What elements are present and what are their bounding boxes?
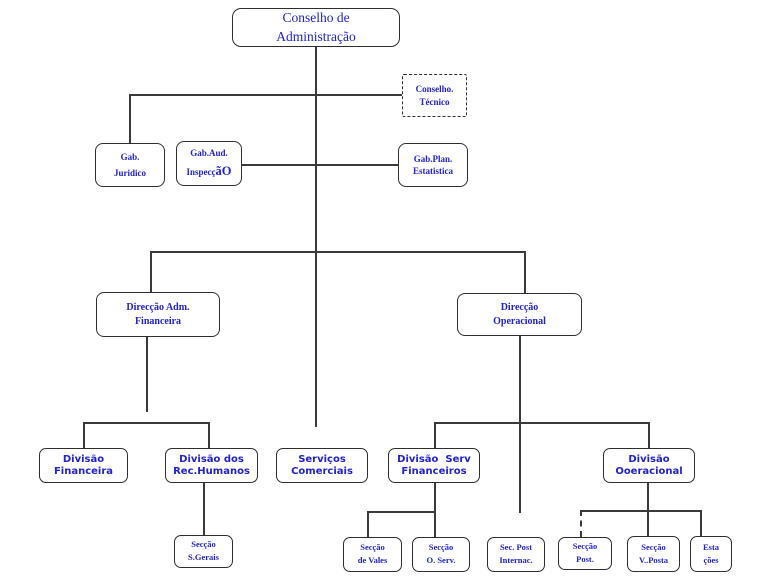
node-sec-post-internac: Sec. Post Internac.: [487, 537, 545, 572]
connector-left-bar: [83, 422, 210, 424]
connector-post-drop-dashed: [580, 510, 582, 537]
connector-tecnico-horizontal: [129, 94, 402, 96]
connector-juridico-drop: [129, 94, 131, 143]
connector-divoper-down: [647, 483, 649, 510]
node-estacoes: Esta ções: [690, 536, 732, 572]
node-gab-plan-estatistica: Gab.Plan. Estatistica: [398, 143, 468, 187]
connector-divoper-drop: [648, 422, 650, 448]
connector-dop-top-drop: [524, 251, 526, 293]
node-conselho-administracao: Conselho de Administração: [232, 8, 400, 47]
node-conselho-tecnico: Conselho. Técnico: [402, 74, 467, 117]
node-seccao-s-gerais: Secção S.Gerais: [174, 535, 233, 568]
connector-rec-sgerais: [203, 483, 205, 535]
connector-divfin-drop: [83, 422, 85, 448]
connector-dop-down-long: [519, 336, 521, 513]
connector-divrec-drop: [208, 422, 210, 448]
node-divisao-serv-financeiros: Divisão Serv Financeiros: [388, 448, 480, 483]
node-servicos-comerciais: Serviços Comerciais: [276, 448, 368, 483]
connector-level2-bar: [150, 251, 526, 253]
node-gab-aud-inspeccao: Gab.Aud. InspecçãO: [176, 141, 242, 186]
connector-estacoes-drop: [700, 510, 702, 536]
connector-vales-bar: [367, 511, 436, 513]
connector-vposta-drop: [647, 510, 649, 536]
node-divisao-ooeracional: Divisão Ooeracional: [603, 448, 695, 483]
connector-gabaud-gabplan: [242, 164, 398, 166]
node-divisao-rec-humanos: Divisão dos Rec.Humanos: [165, 448, 258, 483]
connector-oper-bar: [580, 510, 702, 512]
node-seccao-post: Secção Post.: [558, 537, 612, 570]
connector-vales-drop: [367, 511, 369, 537]
node-direccao-operacional: Direcção Operacional: [457, 293, 582, 336]
connector-daf-down: [146, 337, 148, 412]
node-direccao-adm-financeira: Direcção Adm. Financeira: [96, 292, 220, 337]
node-divisao-financeira: Divisão Financeira: [39, 448, 128, 483]
connector-daf-top-drop: [150, 251, 152, 292]
node-seccao-o-serv: Secção O. Serv.: [412, 537, 470, 572]
connector-divservfin-drop: [434, 422, 436, 448]
connector-right-bar: [434, 422, 650, 424]
node-seccao-de-vales: Secção de Vales: [343, 537, 402, 572]
connector-servfin-down: [434, 483, 436, 537]
connector-main-vertical: [315, 47, 317, 427]
node-gab-juridico: Gab. Juridico: [95, 143, 165, 187]
node-seccao-v-posta: Secção V..Posta: [627, 536, 680, 572]
